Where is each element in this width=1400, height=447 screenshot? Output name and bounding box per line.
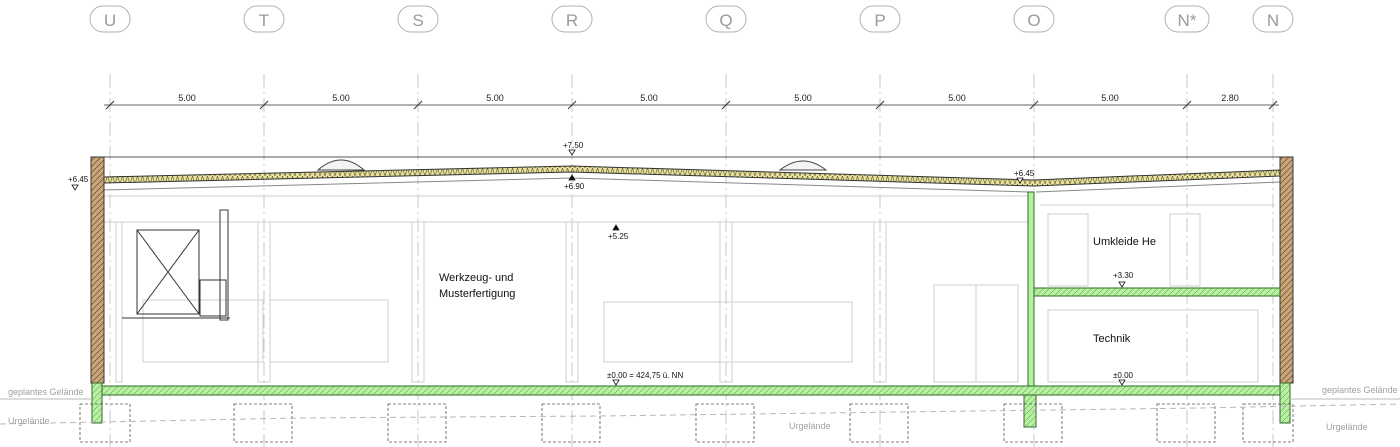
skylight-right [778,160,828,171]
svg-text:R: R [566,11,578,30]
axis-bubble-n-star: N* [1164,5,1210,33]
room-label-workshop-line2: Musterfertigung [439,288,515,300]
level-crane: +5.25 [608,232,629,241]
dim-label-s-r: 5.00 [486,93,504,103]
axis-bubble-s: S [397,5,439,33]
svg-text:Q: Q [719,11,732,30]
ground-lines [0,398,1400,425]
foundation-center [1023,394,1037,428]
interior-elevation-lines [104,195,1275,383]
foundations [79,403,1294,443]
dim-label-p-o: 5.00 [948,93,966,103]
svg-text:P: P [874,11,885,30]
room-label-workshop-line1: Werkzeug- und [439,272,513,284]
ground-label-existing-left: Urgelände [8,416,50,426]
machine-unit [122,209,230,321]
ground-label-planned-left: geplantes Gelände [8,387,84,397]
axis-bubble-o: O [1013,5,1055,33]
dim-label-t-s: 5.00 [332,93,350,103]
roof [92,156,1288,193]
level-ridge: +7.50 [563,141,584,150]
level-eave-right: +6.45 [1014,169,1035,178]
ground-label-planned-right: geplantes Gelände [1322,385,1398,395]
dimension-chain [104,100,1279,110]
mezzanine-slab [1033,287,1281,297]
axis-bubble-q: Q [705,5,747,33]
svg-text:N: N [1267,11,1279,30]
svg-text:T: T [259,11,269,30]
wall-left [90,156,105,384]
dim-label-u-t: 5.00 [178,93,196,103]
svg-text:S: S [412,11,423,30]
axis-bubble-t: T [243,5,285,33]
svg-text:O: O [1027,11,1040,30]
skylight-left [316,159,366,171]
level-markers [71,149,1126,386]
ground-label-existing-right: Urgelände [1326,422,1368,432]
level-mezzanine: +3.30 [1113,271,1134,280]
ground-slab [91,385,1281,396]
dim-label-q-p: 5.00 [794,93,812,103]
partition-wall [1027,191,1035,391]
dim-label-nstar-n: 2.80 [1221,93,1239,103]
level-floor-right: ±0.00 [1113,371,1134,380]
ground-label-existing-mid: Urgelände [789,421,831,431]
axis-bubble-r: R [551,5,593,33]
room-label-changing: Umkleide He [1093,236,1156,248]
level-eave-left: +6.45 [68,175,89,184]
axis-bubble-n: N [1252,5,1294,33]
level-ridge-inner: +6.90 [564,182,585,191]
wall-right [1279,156,1294,384]
svg-text:N*: N* [1178,11,1197,30]
svg-text:U: U [104,11,116,30]
roof-insulation [103,165,1281,187]
dim-label-o-nstar: 5.00 [1101,93,1119,103]
axis-bubble-u: U [89,5,131,33]
room-label-technical: Technik [1093,333,1131,345]
axis-bubble-p: P [859,5,901,33]
level-floor-main: ±0.00 = 424,75 ü. NN [607,371,683,380]
dim-label-r-q: 5.00 [640,93,658,103]
